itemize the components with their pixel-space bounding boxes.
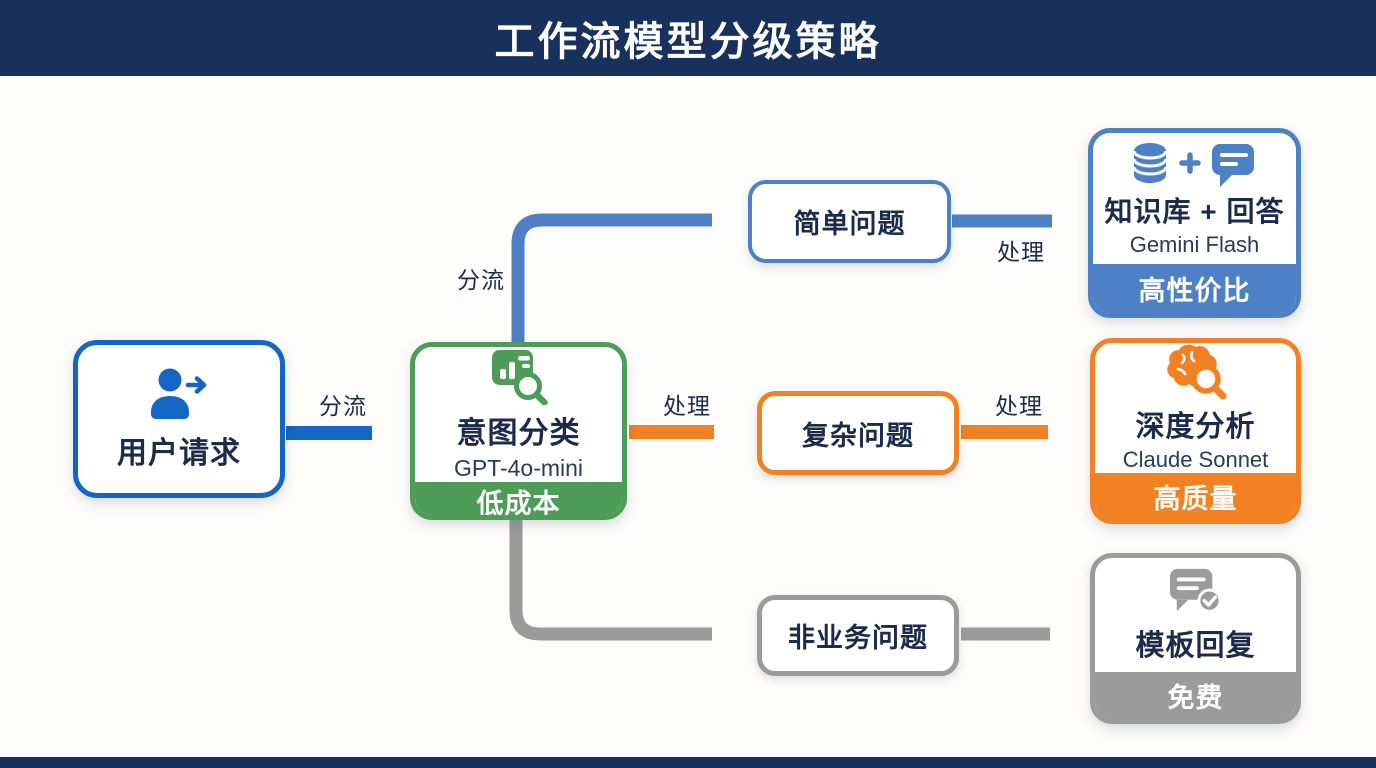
non-business-label: 非业务问题 xyxy=(788,623,928,653)
header-bar: 工作流模型分级策略 xyxy=(0,0,1376,76)
knowledge-badge: 高性价比 xyxy=(1093,264,1296,313)
complex-question-label: 复杂问题 xyxy=(802,420,914,451)
user-request-node: 用户请求 xyxy=(73,340,285,498)
chart-search-icon xyxy=(491,350,548,405)
page-title: 工作流模型分级策略 xyxy=(494,20,882,64)
bottom-strip xyxy=(0,757,1376,768)
brain-search-icon xyxy=(1166,344,1226,400)
template-reply-title: 模板回复 xyxy=(1135,630,1256,662)
edge-classifier-to-simple xyxy=(511,213,712,342)
template-reply-badge: 免费 xyxy=(1095,672,1296,719)
edge-label-user-to-classifier: 分流 xyxy=(319,393,367,419)
deep-analysis-title: 深度分析 xyxy=(1135,411,1256,443)
user-arrow-icon xyxy=(151,368,207,419)
classifier-title: 意图分类 xyxy=(456,417,581,450)
complex-question-node: 复杂问题 xyxy=(757,391,959,475)
user-request-label: 用户请求 xyxy=(117,437,241,470)
classifier-model: GPT-4o-mini xyxy=(453,455,584,481)
knowledge-title: 知识库 + 回答 xyxy=(1104,195,1285,227)
edge-label-complex-to-deep: 处理 xyxy=(995,393,1043,419)
edge-classifier-to-nonbusiness xyxy=(509,520,712,641)
simple-question-label: 简单问题 xyxy=(793,209,906,239)
template-reply-node: 模板回复 免费 xyxy=(1090,553,1301,724)
edge-label-classifier-to-simple: 分流 xyxy=(457,267,505,293)
deep-analysis-model: Claude Sonnet xyxy=(1122,447,1269,472)
simple-question-node: 简单问题 xyxy=(748,180,951,263)
database-plus-chat-icon xyxy=(1132,142,1254,187)
non-business-node: 非业务问题 xyxy=(757,595,959,676)
knowledge-model: Gemini Flash xyxy=(1129,231,1260,257)
edge-label-classifier-to-complex: 处理 xyxy=(663,393,711,419)
classifier-node: 意图分类 GPT-4o-mini 低成本 xyxy=(410,342,627,520)
edge-label-simple-to-knowledge: 处理 xyxy=(997,239,1045,265)
chat-check-icon xyxy=(1169,568,1222,613)
deep-analysis-node: 深度分析 Claude Sonnet 高质量 xyxy=(1090,338,1301,524)
classifier-badge: 低成本 xyxy=(415,482,622,515)
deep-analysis-badge: 高质量 xyxy=(1095,473,1296,519)
knowledge-node: 知识库 + 回答 Gemini Flash 高性价比 xyxy=(1088,128,1301,318)
